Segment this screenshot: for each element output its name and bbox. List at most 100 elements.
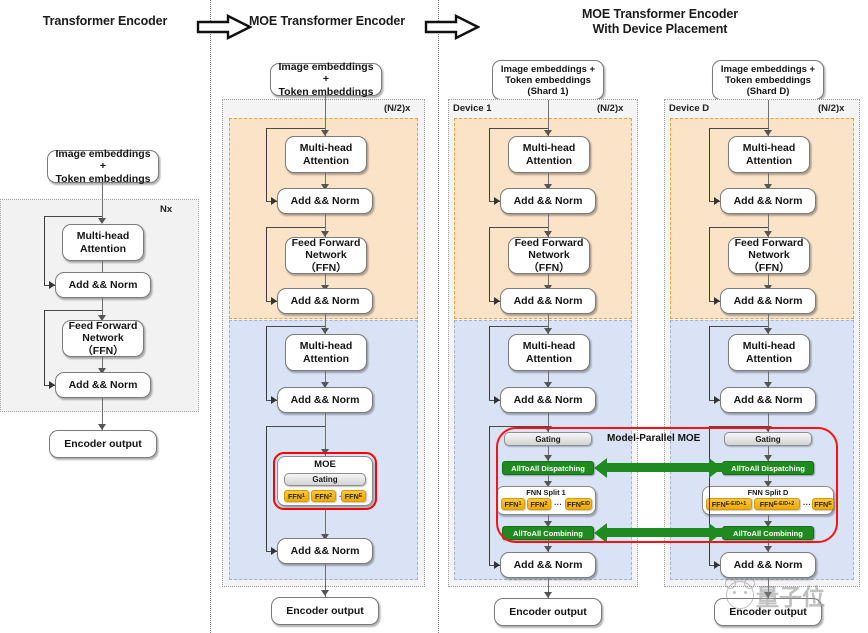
dD-input-embeddings: Image embeddings + Token embeddings (Sha… — [712, 60, 824, 100]
c1-add-norm-1: Add && Norm — [55, 272, 151, 298]
d1-skip2-arrow — [494, 297, 500, 305]
d1-skip1-arrow — [494, 197, 500, 205]
d1-line-3 — [548, 214, 550, 239]
dD-skip2-left — [709, 227, 711, 301]
c2-half-nx-label: (N/2)x — [384, 103, 411, 114]
dD-embeddings-line1: Image embeddings + — [720, 63, 816, 75]
dD-add-norm-1: Add && Norm — [720, 188, 816, 214]
d1-line-7 — [548, 413, 550, 433]
dD-mha2-line1: Multi-head — [742, 340, 796, 352]
c2-line-2 — [325, 173, 327, 191]
c2-arrow-1 — [321, 130, 329, 136]
dD-alltoall-combining: AllToAll Combining — [722, 526, 814, 540]
d1-ffn-line2: Network（FFN） — [528, 249, 570, 274]
dD-multi-head-attention-1: Multi-head Attention — [728, 136, 810, 173]
c2-ffn-line1: Feed Forward — [291, 236, 361, 249]
header-moe-device-placement-line2: With Device Placement — [592, 22, 728, 36]
dD-expert-1-sub: E-E/D+1 — [725, 501, 747, 507]
c2-skip3-top — [266, 326, 325, 328]
column-divider-1 — [210, 0, 211, 633]
alltoall-dispatching-shaft — [607, 463, 723, 472]
dD-skip1-arrow — [714, 197, 720, 205]
c2-skip2-arrow — [271, 297, 277, 305]
d1-arrow-7 — [544, 426, 552, 432]
d1-half-nx-label: (N/2)x — [597, 103, 624, 114]
column-divider-2 — [438, 0, 439, 633]
d1-expert-ellipsis: ··· — [554, 499, 562, 509]
c2-arrow-3 — [321, 231, 329, 237]
c1-arrow-out — [98, 424, 106, 430]
c2-add-norm-3: Add && Norm — [277, 387, 373, 413]
d1-arrow-3 — [544, 231, 552, 237]
c2-expert-1-base: FFN — [288, 491, 302, 501]
dD-arrow-out — [764, 592, 772, 598]
c1-line-3 — [102, 298, 104, 323]
dD-expert-last-base: FFN — [814, 499, 829, 509]
d1-feed-forward-network: Feed Forward Network（FFN） — [508, 237, 590, 274]
c2-add-norm-2: Add && Norm — [277, 288, 373, 314]
d1-gating[interactable]: Gating — [504, 432, 592, 446]
d1-expert-2-sub: 2 — [544, 501, 548, 507]
dD-arrow-8 — [764, 455, 772, 461]
c2-arrow-out — [321, 590, 329, 596]
c1-skip2-arrow — [49, 381, 55, 389]
c2-moe-title: MOE — [314, 459, 336, 470]
d1-arrow-10 — [544, 521, 552, 527]
c2-encoder-output: Encoder output — [271, 597, 379, 625]
c2-skip1-arrow — [271, 197, 277, 205]
dD-ffn-line2: Network（FFN） — [748, 249, 790, 274]
c2-gating[interactable]: Gating — [284, 473, 366, 486]
c2-input-embeddings: Image embeddings + Token embeddings — [270, 61, 382, 98]
dD-skip1-left — [709, 128, 711, 201]
c1-arrow-3 — [98, 315, 106, 321]
d1-mha2-line1: Multi-head — [522, 340, 576, 352]
dD-multi-head-attention-2: Multi-head Attention — [728, 334, 810, 371]
c1-skip1-arrow — [49, 281, 55, 289]
c1-skip1-top — [44, 216, 102, 218]
d1-line-5 — [548, 314, 550, 336]
c2-ffn-line2: Network（FFN） — [305, 249, 347, 274]
c1-arrow-4 — [98, 368, 106, 374]
dD-ffn-line1: Feed Forward — [734, 236, 804, 249]
dD-feed-forward-network: Feed Forward Network（FFN） — [728, 237, 810, 274]
dD-arrow-11 — [764, 546, 772, 552]
c1-input-embeddings: Image embeddings + Token embeddings — [47, 148, 159, 185]
d1-arrow-11 — [544, 546, 552, 552]
c2-feed-forward-network: Feed Forward Network（FFN） — [285, 237, 367, 274]
d1-multi-head-attention-1: Multi-head Attention — [508, 136, 590, 173]
d1-expert-last-base: FFN — [567, 499, 581, 509]
dD-skip3-top — [709, 326, 768, 328]
c1-arrow-1 — [98, 218, 106, 224]
c2-line-in — [325, 96, 327, 138]
arrow-right-icon-2 — [424, 14, 480, 40]
dD-expert-1-base: FFN — [711, 499, 726, 509]
dD-line-2 — [768, 173, 770, 191]
dD-arrow-6 — [764, 382, 772, 388]
c2-expert-last-sub: E — [358, 493, 363, 499]
d1-device-label: Device 1 — [453, 103, 492, 114]
c1-mha-line2: Attention — [79, 242, 127, 255]
d1-skip1-top — [489, 128, 548, 130]
d1-line-6 — [548, 371, 550, 389]
dD-line-4 — [768, 274, 770, 292]
dD-skip3-left — [709, 326, 711, 400]
d1-alltoall-dispatching: AllToAll Dispatching — [502, 461, 594, 475]
dD-embeddings-shard: (Shard D) — [746, 85, 790, 97]
c2-skip4-top — [266, 426, 325, 428]
c2-multi-head-attention-1: Multi-head Attention — [285, 136, 367, 173]
dD-gating[interactable]: Gating — [724, 432, 812, 446]
dD-skip3-arrow — [714, 396, 720, 404]
d1-skip4-top — [489, 426, 548, 428]
d1-expert-2-base: FFN — [530, 499, 545, 509]
c2-add-norm-1: Add && Norm — [277, 188, 373, 214]
d1-skip2-left — [489, 227, 491, 301]
dD-skip2-arrow — [714, 297, 720, 305]
dD-arrow-1 — [764, 130, 772, 136]
c2-line-4 — [325, 274, 327, 292]
